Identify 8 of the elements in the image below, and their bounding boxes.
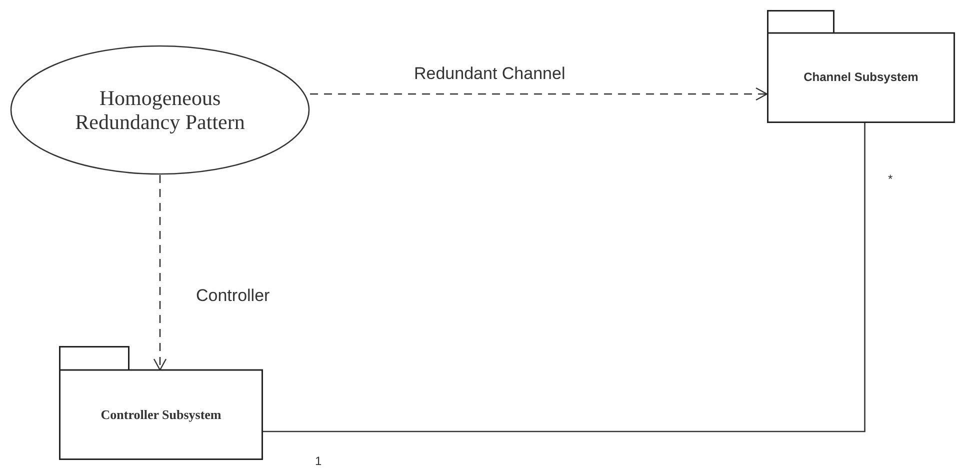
dependency-arrow	[310, 87, 768, 101]
dependency-arrow	[153, 175, 167, 371]
node-label: Controller Subsystem	[100, 408, 222, 422]
node-label: Homogeneous Redundancy Pattern	[74, 86, 246, 134]
multiplicity-label: *	[888, 172, 893, 186]
node-label: Channel Subsystem	[804, 71, 918, 85]
association-line	[263, 123, 866, 432]
multiplicity-label: 1	[315, 454, 322, 468]
